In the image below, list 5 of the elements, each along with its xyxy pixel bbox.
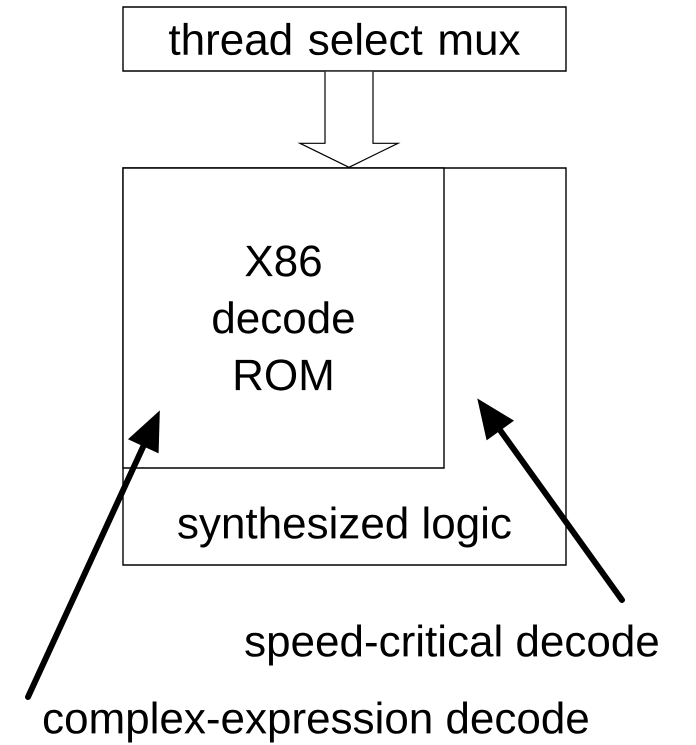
callout-text: complex-expression decode	[44, 701, 588, 742]
rom-box: X86 decode ROM	[122, 167, 445, 469]
block-arrow	[297, 71, 401, 168]
mux-box: thread select mux	[122, 6, 567, 72]
callout-text: speed-critical decode	[245, 624, 658, 666]
